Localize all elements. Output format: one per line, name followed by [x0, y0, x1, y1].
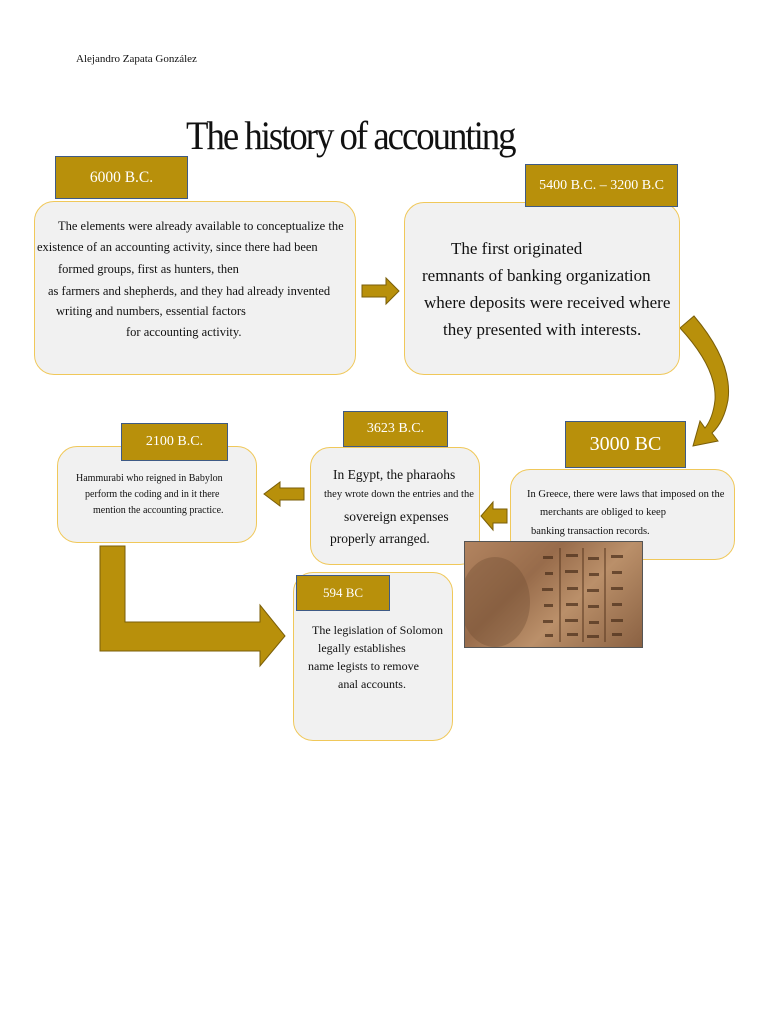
event-text-line: perform the coding and in it there	[85, 489, 220, 500]
event-text-line: as farmers and shepherds, and they had a…	[48, 284, 331, 298]
event-text-line: The elements were already available to c…	[58, 219, 344, 233]
author-name: Alejandro Zapata González	[76, 53, 197, 65]
page-title: The history of accounting	[186, 113, 517, 158]
event-text-line: merchants are obliged to keep	[540, 507, 666, 518]
event-text-line: mention the accounting practice.	[93, 505, 224, 516]
date-tag-3623bc: 3623 B.C.	[343, 411, 448, 447]
date-tag-3000bc: 3000 BC	[565, 421, 686, 468]
arrow-curve-down	[679, 315, 730, 447]
event-box-5400bc: The first originated remnants of banking…	[404, 202, 680, 375]
clay-tablet-image	[464, 541, 643, 648]
arrow-left-1	[480, 500, 508, 532]
event-text-line: anal accounts.	[338, 677, 406, 691]
event-text-line: for accounting activity.	[126, 325, 242, 339]
event-text-line: The first originated	[451, 239, 583, 258]
event-text-line: legally establishes	[318, 641, 406, 655]
event-box-6000bc: The elements were already available to c…	[34, 201, 356, 375]
event-text-line: they wrote down the entries and the	[324, 489, 474, 500]
date-tag-2100bc: 2100 B.C.	[121, 423, 228, 461]
event-text-line: The legislation of Solomon	[312, 623, 443, 637]
arrow-bent	[99, 545, 286, 668]
event-text-line: Hammurabi who reigned in Babylon	[76, 473, 223, 484]
event-box-3623bc: In Egypt, the pharaohs they wrote down t…	[310, 447, 480, 565]
date-tag-5400bc: 5400 B.C. – 3200 B.C	[525, 164, 678, 207]
event-text-line: banking transaction records.	[531, 526, 650, 537]
date-tag-594bc: 594 BC	[296, 575, 390, 611]
event-text-line: they presented with interests.	[443, 320, 642, 339]
event-text-line: formed groups, first as hunters, then	[58, 262, 239, 276]
arrow-right-1	[361, 276, 400, 306]
event-text-line: sovereign expenses	[344, 509, 449, 524]
event-text-line: where deposits were received where	[424, 293, 671, 312]
event-text-line: name legists to remove	[308, 659, 419, 673]
cuneiform-marks	[465, 542, 642, 647]
event-text-line: remnants of banking organization	[422, 266, 651, 285]
event-text-line: properly arranged.	[330, 531, 430, 546]
date-tag-6000bc: 6000 B.C.	[55, 156, 188, 199]
arrow-left-2	[263, 481, 305, 507]
event-text-line: In Greece, there were laws that imposed …	[527, 489, 725, 500]
event-box-2100bc: Hammurabi who reigned in Babylon perform…	[57, 446, 257, 543]
event-text-line: In Egypt, the pharaohs	[333, 467, 456, 482]
event-text-line: existence of an accounting activity, sin…	[37, 240, 318, 254]
event-text-line: writing and numbers, essential factors	[56, 304, 246, 318]
